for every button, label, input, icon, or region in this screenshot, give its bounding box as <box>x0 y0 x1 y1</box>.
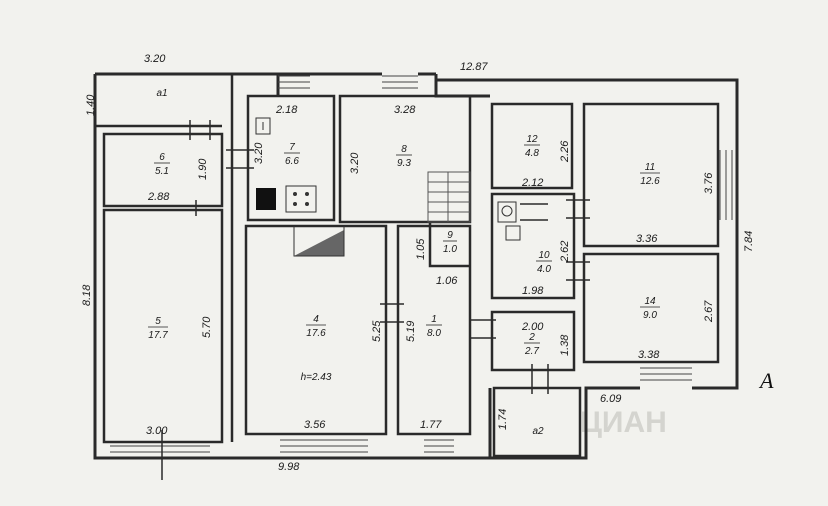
room-a1-label: a1 <box>156 88 167 99</box>
dim-r5-width: 3.00 <box>146 425 168 437</box>
room-10-area: 4.0 <box>537 264 551 275</box>
dim-r2-width: 2.00 <box>521 321 544 333</box>
dim-r6-height: 1.90 <box>197 158 209 180</box>
dim-r11-width: 3.36 <box>636 233 658 245</box>
room-14-area: 9.0 <box>643 310 657 321</box>
fireplace-outline <box>293 226 345 257</box>
room-7-number: 7 <box>289 142 295 153</box>
staircase <box>427 171 471 223</box>
dim-r14-width: 3.38 <box>638 349 660 361</box>
fireplace-shape <box>294 230 344 256</box>
dim-r10-width: 1.98 <box>522 285 544 297</box>
dim-a1-depth: 1.40 <box>85 94 97 116</box>
room-4-number: 4 <box>313 314 319 325</box>
room-9-number: 9 <box>447 230 453 241</box>
room-9-area: 1.0 <box>443 244 457 255</box>
dim-top-total-width: 12.87 <box>460 61 488 73</box>
ceiling-height: h=2.43 <box>301 372 332 383</box>
dim-a2-depth: 1.74 <box>497 409 509 430</box>
dim-r11-height: 3.76 <box>703 172 715 194</box>
room-10-number: 10 <box>538 250 550 261</box>
room-11-area: 12.6 <box>640 176 660 187</box>
dim-r9-height: 1.05 <box>415 238 427 260</box>
watermark: ЦИАН <box>580 406 667 439</box>
dim-r12-height: 2.26 <box>559 140 571 163</box>
room-6-area: 5.1 <box>155 166 169 177</box>
room-2-number: 2 <box>528 332 535 343</box>
room-12-area: 4.8 <box>525 148 539 159</box>
dim-r2-height: 1.38 <box>559 334 571 356</box>
room-8-number: 8 <box>401 144 407 155</box>
dim-bottom-total-width: 9.98 <box>278 461 300 473</box>
dim-r10-height: 2.62 <box>559 241 571 263</box>
room-11-number: 11 <box>645 162 655 173</box>
dim-right-total-height: 7.84 <box>743 231 755 252</box>
dim-r9-width: 1.06 <box>436 275 458 287</box>
outer-walls <box>93 72 739 460</box>
section-letter: A <box>758 368 774 393</box>
room-6-number: 6 <box>159 152 165 163</box>
room-14-number: 14 <box>644 296 656 307</box>
kitchen-fixtures <box>255 117 317 213</box>
dim-r5-height: 5.70 <box>201 316 213 338</box>
dim-right-bottom-width: 6.09 <box>600 393 621 405</box>
dim-r12-width: 2.12 <box>521 177 543 189</box>
room-8-area: 9.3 <box>397 158 411 169</box>
windows <box>110 75 733 453</box>
dim-left-total-height: 8.18 <box>81 284 93 306</box>
dim-top-left-width: 3.20 <box>144 53 166 65</box>
room-2-area: 2.7 <box>524 346 539 357</box>
doors <box>161 120 590 480</box>
room-a2-label: a2 <box>532 426 544 437</box>
interior-walls <box>95 74 720 458</box>
room-12-number: 12 <box>526 134 538 145</box>
room-4-area: 17.6 <box>306 328 326 339</box>
dim-r8-height: 3.20 <box>349 152 361 174</box>
dim-r14-height: 2.67 <box>703 300 715 323</box>
room-5-area: 17.7 <box>148 330 168 341</box>
room-1-area: 8.0 <box>427 328 441 339</box>
dim-r4-width: 3.56 <box>304 419 326 431</box>
dim-r6-width: 2.88 <box>147 191 170 203</box>
dim-r1-height: 5.19 <box>405 321 417 342</box>
washbasin <box>497 201 521 241</box>
room-1-number: 1 <box>431 314 437 325</box>
dim-r8-width: 3.28 <box>394 104 416 116</box>
dim-r7-height: 3.20 <box>253 142 265 164</box>
dim-r4-height: 5.25 <box>371 320 383 342</box>
dim-r7-width: 2.18 <box>275 104 298 116</box>
dim-r1-width: 1.77 <box>420 419 442 431</box>
room-5-number: 5 <box>155 316 161 327</box>
room-7-area: 6.6 <box>285 156 299 167</box>
